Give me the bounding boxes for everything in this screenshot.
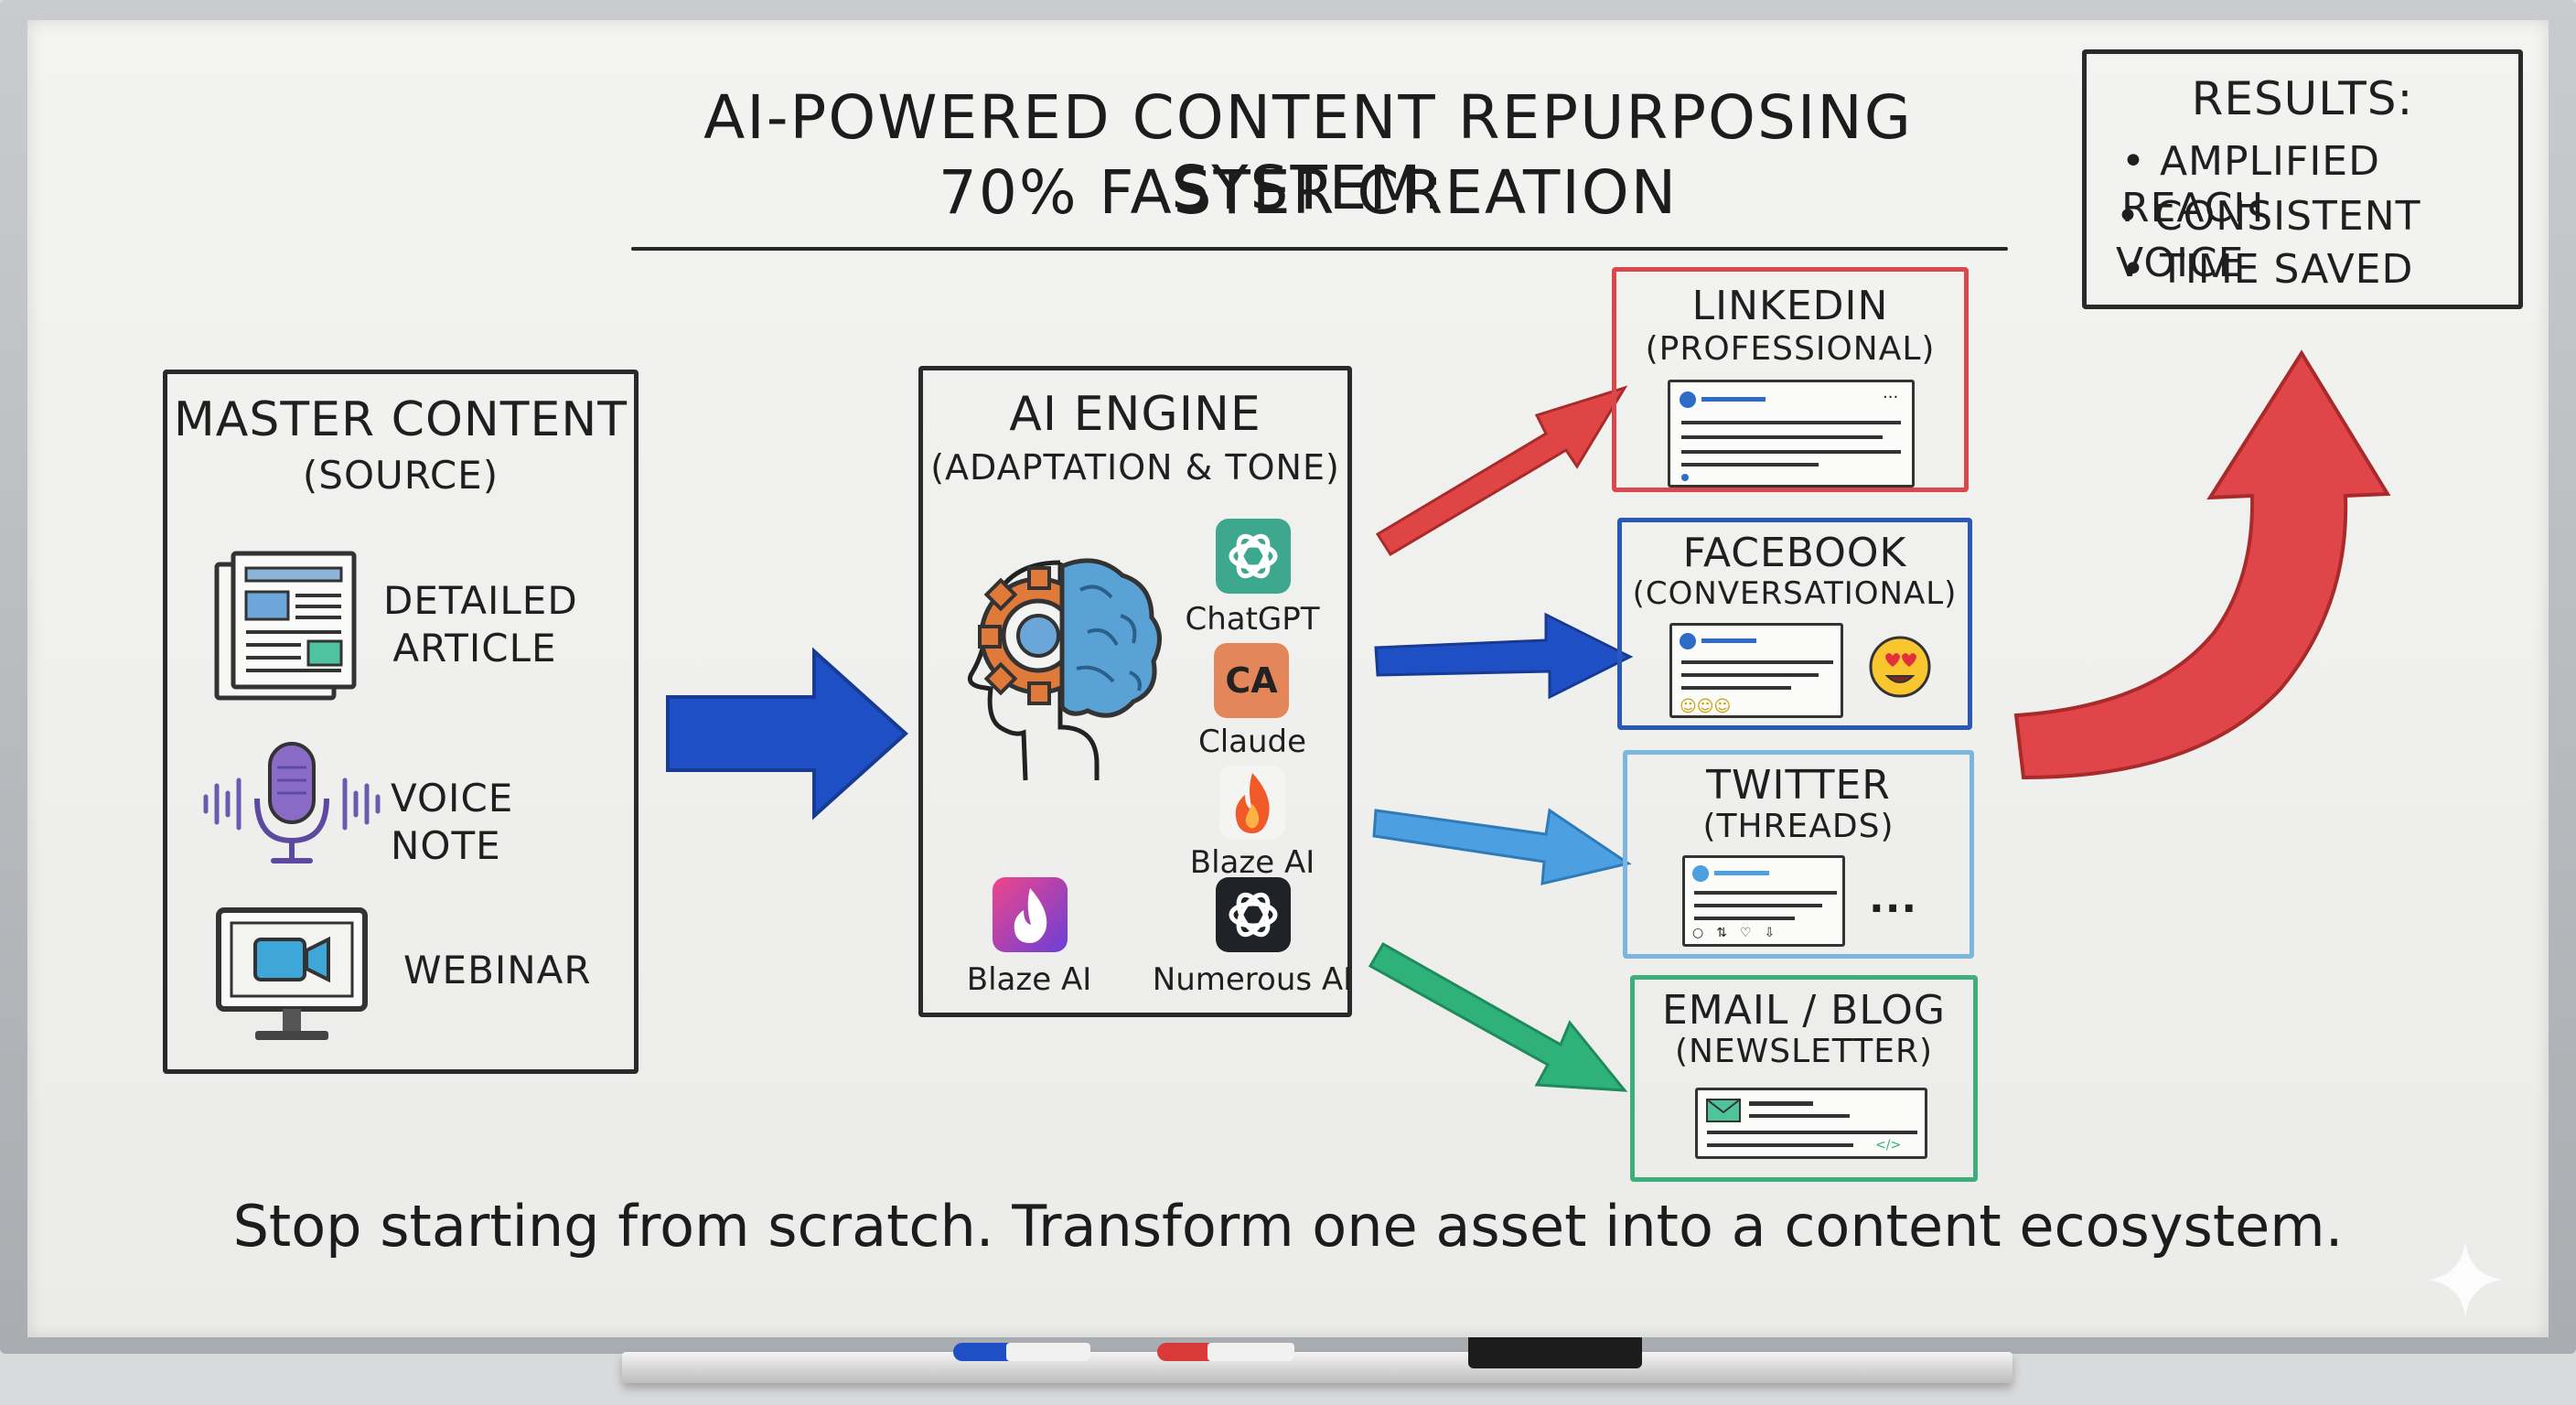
ai-engine-box: AI ENGINE (ADAPTATION & TONE) [918,366,1352,1017]
source-label-detailed-article: DETAILED ARTICLE [383,578,578,670]
tool-label-blaze-ai-app: Blaze AI [966,961,1092,998]
title-underline [631,247,2008,251]
post-line [1694,917,1795,920]
platform-subtitle-linkedin: (PROFESSIONAL) [1645,330,1936,368]
platform-subtitle-twitter: (THREADS) [1702,808,1894,845]
arrow-to-linkedin [1375,385,1628,557]
avatar [1680,633,1696,649]
brain-gear-head-icon [967,558,1162,781]
tool-label-numerous-ai: Numerous AI [1152,961,1353,998]
title-block: AI-POWERED CONTENT REPURPOSING SYSTEM: 7… [595,57,2022,251]
post-line [1749,1101,1813,1106]
arrow-to-twitter [1372,808,1632,885]
sparkle-icon [2428,1242,2503,1317]
microphone-icon [203,742,381,863]
master-content-title: MASTER CONTENT [173,392,628,447]
reaction-emojis: ☺☺☺ [1680,697,1732,716]
platform-box-twitter: TWITTER (THREADS) ○⇅♡⇩ ... [1623,750,1974,959]
code-tag-text: </> [1875,1138,1902,1153]
numerous-ai-logo-icon [1216,877,1291,952]
results-item-time-saved: • TIME SAVED [2121,246,2414,293]
red-marker-cap [1208,1343,1294,1361]
post-line [1749,1114,1850,1118]
post-line [1694,904,1822,907]
post-line [1701,397,1766,402]
post-line [1681,463,1819,467]
post-line [1701,638,1756,643]
marker-tray [622,1317,2012,1383]
main-flow-arrow [666,647,908,820]
tagline: Stop starting from scratch. Transform on… [232,1193,2344,1260]
post-line [1681,421,1901,424]
platform-title-facebook: FACEBOOK [1682,530,1907,576]
platform-title-linkedin: LINKEDIN [1691,283,1889,329]
platform-subtitle-facebook: (CONVERSATIONAL) [1632,575,1958,612]
source-label-voice-note: VOICE NOTE [391,776,514,868]
post-line [1707,1131,1917,1134]
avatar [1680,391,1696,408]
post-line [1714,871,1769,875]
tool-label-blaze-ai: Blaze AI [1189,844,1315,881]
facebook-post-mockup: ☺☺☺ [1669,623,1843,718]
platform-title-twitter: TWITTER [1706,762,1891,809]
post-line [1694,891,1837,895]
post-line [1681,660,1833,664]
master-content-box: MASTER CONTENT (SOURCE) DETAILED ARTICLE [163,370,639,1074]
post-line [1681,686,1791,690]
monitor-video-icon [216,907,368,1040]
ai-engine-title: AI ENGINE [1009,387,1261,442]
output-arrows [1368,385,1634,1092]
results-item-consistent-voice: • CONSISTENT VOICE [2116,193,2421,286]
results-box: RESULTS: • AMPLIFIED REACH • CONSISTENT … [2082,49,2523,309]
envelope-icon [1706,1099,1741,1122]
email-post-mockup: </> [1695,1088,1927,1159]
blaze-flame-icon [1219,766,1285,839]
ai-engine-subtitle: (ADAPTATION & TONE) [930,447,1340,488]
post-line [1681,450,1901,454]
platform-box-email-blog: EMAIL / BLOG (NEWSLETTER) </> [1630,975,1978,1182]
source-label-webinar: WEBINAR [403,948,592,992]
linkedin-post-mockup: ··· [1668,380,1915,488]
post-line [1681,673,1819,677]
arrow-to-email [1368,941,1628,1092]
thread-ellipsis: ... [1869,875,1918,922]
title-line-1: AI-POWERED CONTENT REPURPOSING SYSTEM: [703,82,1913,223]
tool-label-chatgpt: ChatGPT [1185,601,1320,638]
results-item-amplified-reach: • AMPLIFIED REACH [2121,138,2380,231]
platform-box-linkedin: LINKEDIN (PROFESSIONAL) ··· [1612,267,1969,492]
platform-box-facebook: FACEBOOK (CONVERSATIONAL) ☺☺☺ [1617,518,1972,730]
title-line-2: 70% FASTER CREATION [938,157,1679,228]
tool-label-claude: Claude [1197,724,1307,760]
twitter-post-mockup: ○⇅♡⇩ [1682,855,1845,947]
arrow-to-facebook [1374,612,1634,700]
whiteboard: AI-POWERED CONTENT REPURPOSING SYSTEM: 7… [27,20,2549,1337]
more-options-icon: ··· [1883,388,1899,407]
heart-eyes-emoji-icon [1869,636,1931,698]
post-line [1681,435,1883,439]
newspaper-icon [214,551,357,701]
chatgpt-logo-icon [1216,519,1291,594]
claude-logo-icon: CA [1214,643,1289,718]
post-line [1707,1143,1853,1147]
tweet-actions-icons: ○⇅♡⇩ [1692,926,1788,940]
results-arrow [2013,349,2391,780]
blaze-app-icon [993,877,1068,952]
platform-subtitle-email-blog: (NEWSLETTER) [1674,1033,1934,1070]
results-title: RESULTS: [2191,72,2414,125]
reaction-dot [1681,474,1689,481]
blue-marker-cap [1006,1343,1090,1361]
master-content-subtitle: (SOURCE) [302,453,499,498]
avatar [1692,865,1709,882]
platform-title-email-blog: EMAIL / BLOG [1661,987,1946,1034]
